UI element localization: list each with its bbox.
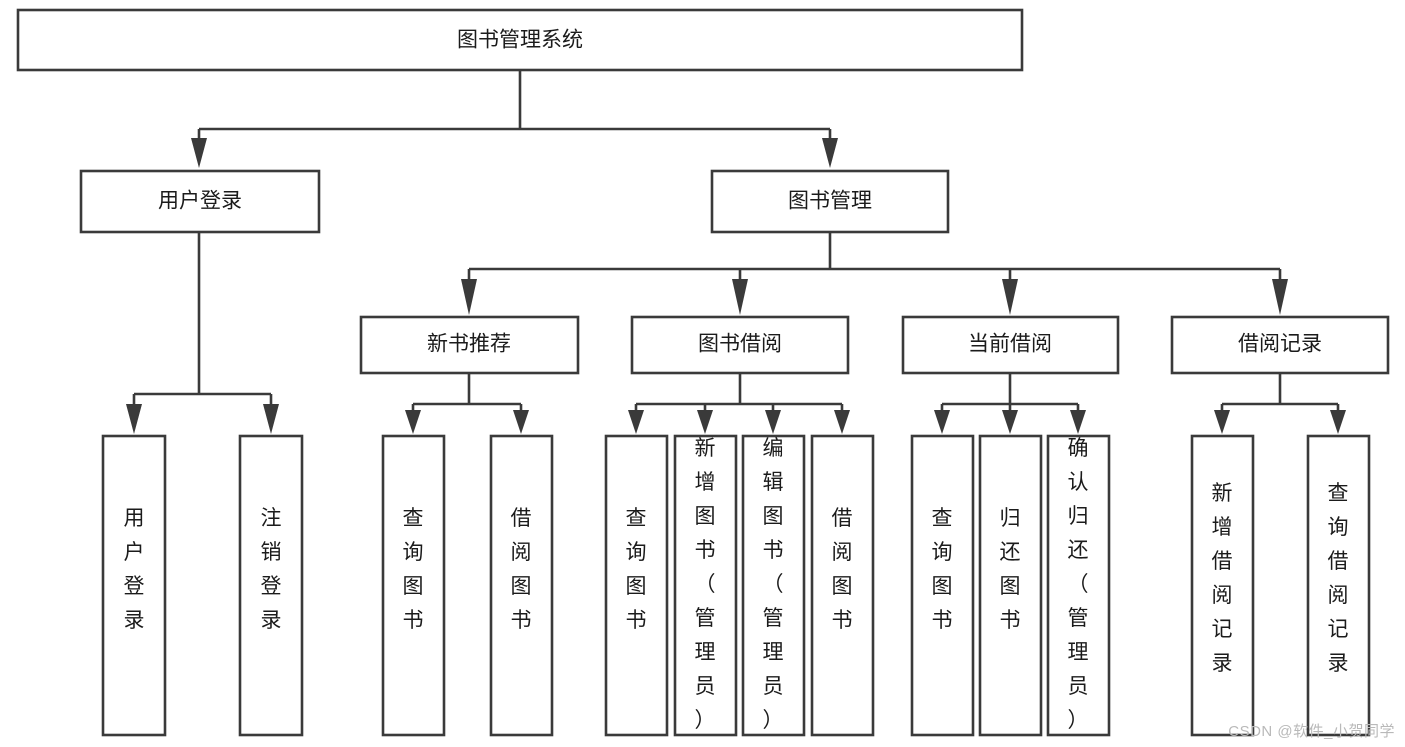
leaf-borrow-books-recommend-box[interactable] — [489, 434, 554, 737]
node-root-system-box[interactable] — [16, 8, 1024, 72]
leaf-add-book-admin-box[interactable] — [673, 434, 738, 737]
arrow-book-mgmt-to-records — [1272, 279, 1288, 315]
arrow-current-leaf-3 — [1070, 410, 1086, 434]
node-book-borrow-box[interactable] — [630, 315, 850, 375]
leaf-borrow-books-recommend-label: 借阅图书 — [511, 507, 532, 632]
leaf-edit-book-admin-box[interactable] — [741, 434, 806, 737]
arrow-borrow-leaf-2 — [697, 410, 713, 434]
leaf-confirm-return-admin[interactable]: 确认归还（管理员） — [1046, 434, 1111, 737]
leaf-user-login-label: 用户登录 — [124, 507, 145, 632]
leaf-query-books-borrow-box[interactable] — [604, 434, 669, 737]
leaf-borrow-books-recommend[interactable]: 借阅图书 — [489, 434, 554, 737]
leaf-add-book-admin-label: 新增图书（管理员） — [695, 437, 716, 732]
leaf-query-books-current-box[interactable] — [910, 434, 975, 737]
leaf-add-book-admin[interactable]: 新增图书（管理员） — [673, 434, 738, 737]
arrow-new-books-leaf-1 — [405, 410, 421, 434]
node-book-management[interactable]: 图书管理 — [710, 169, 950, 234]
leaf-logout-label: 注销登录 — [261, 507, 282, 632]
node-current-borrow-label: 当前借阅 — [968, 333, 1052, 356]
leaf-borrow-books-borrow-label: 借阅图书 — [832, 507, 853, 632]
leaf-add-borrow-record[interactable]: 新增借阅记录 — [1190, 434, 1255, 737]
node-current-borrow[interactable]: 当前借阅 — [901, 315, 1120, 375]
node-user-login-box[interactable] — [79, 169, 321, 234]
connector-layer — [126, 70, 1346, 434]
arrow-records-leaf-2 — [1330, 410, 1346, 434]
node-user-login-label: 用户登录 — [158, 190, 242, 213]
node-book-borrow-label: 图书借阅 — [698, 333, 782, 356]
leaf-return-books[interactable]: 归还图书 — [978, 434, 1043, 737]
arrow-root-to-book-mgmt — [822, 138, 838, 168]
leaf-confirm-return-admin-label: 确认归还（管理员） — [1068, 437, 1089, 732]
node-new-book-recommend-box[interactable] — [359, 315, 580, 375]
node-new-book-recommend[interactable]: 新书推荐 — [359, 315, 580, 375]
leaf-confirm-return-admin-box[interactable] — [1046, 434, 1111, 737]
leaf-query-borrow-record-box[interactable] — [1306, 434, 1371, 737]
leaf-add-borrow-record-box[interactable] — [1190, 434, 1255, 737]
arrow-root-to-user-login — [191, 138, 207, 168]
arrow-records-leaf-1 — [1214, 410, 1230, 434]
node-borrow-records-box[interactable] — [1170, 315, 1390, 375]
arrow-current-leaf-1 — [934, 410, 950, 434]
arrow-borrow-leaf-3 — [765, 410, 781, 434]
leaf-query-books-current-label: 查询图书 — [932, 507, 953, 632]
node-borrow-records[interactable]: 借阅记录 — [1170, 315, 1390, 375]
leaf-logout[interactable]: 注销登录 — [238, 434, 304, 737]
leaf-user-login[interactable]: 用户登录 — [101, 434, 167, 737]
leaf-query-books-recommend-label: 查询图书 — [403, 507, 424, 632]
arrow-current-leaf-2 — [1002, 410, 1018, 434]
node-borrow-records-label: 借阅记录 — [1238, 333, 1322, 356]
node-book-management-box[interactable] — [710, 169, 950, 234]
arrow-borrow-leaf-1 — [628, 410, 644, 434]
node-root-system[interactable]: 图书管理系统 — [16, 8, 1024, 72]
leaf-edit-book-admin[interactable]: 编辑图书（管理员） — [741, 434, 806, 737]
leaf-query-books-borrow-label: 查询图书 — [626, 507, 647, 632]
arrow-book-mgmt-to-current — [1002, 279, 1018, 315]
leaf-query-borrow-record-label: 查询借阅记录 — [1328, 482, 1349, 675]
leaf-logout-box[interactable] — [238, 434, 304, 737]
leaf-return-books-label: 归还图书 — [1000, 507, 1021, 632]
leaf-query-books-current[interactable]: 查询图书 — [910, 434, 975, 737]
leaf-add-borrow-record-label: 新增借阅记录 — [1212, 482, 1233, 675]
leaf-query-borrow-record[interactable]: 查询借阅记录 — [1306, 434, 1371, 737]
leaf-borrow-books-borrow-box[interactable] — [810, 434, 875, 737]
node-user-login[interactable]: 用户登录 — [79, 169, 321, 234]
node-root-system-label: 图书管理系统 — [457, 29, 583, 52]
leaf-borrow-books-borrow[interactable]: 借阅图书 — [810, 434, 875, 737]
arrow-new-books-leaf-2 — [513, 410, 529, 434]
node-current-borrow-box[interactable] — [901, 315, 1120, 375]
arrow-user-login-leaf-1 — [126, 404, 142, 434]
arrow-book-mgmt-to-new-books — [461, 279, 477, 315]
node-new-book-recommend-label: 新书推荐 — [427, 333, 511, 356]
leaf-query-books-recommend-box[interactable] — [381, 434, 446, 737]
leaf-edit-book-admin-label: 编辑图书（管理员） — [763, 437, 784, 732]
arrow-book-mgmt-to-borrow — [732, 279, 748, 315]
leaf-query-books-borrow[interactable]: 查询图书 — [604, 434, 669, 737]
arrow-user-login-leaf-2 — [263, 404, 279, 434]
leaf-query-books-recommend[interactable]: 查询图书 — [381, 434, 446, 737]
leaf-user-login-box[interactable] — [101, 434, 167, 737]
node-book-management-label: 图书管理 — [788, 190, 872, 213]
node-book-borrow[interactable]: 图书借阅 — [630, 315, 850, 375]
leaf-return-books-box[interactable] — [978, 434, 1043, 737]
arrow-borrow-leaf-4 — [834, 410, 850, 434]
